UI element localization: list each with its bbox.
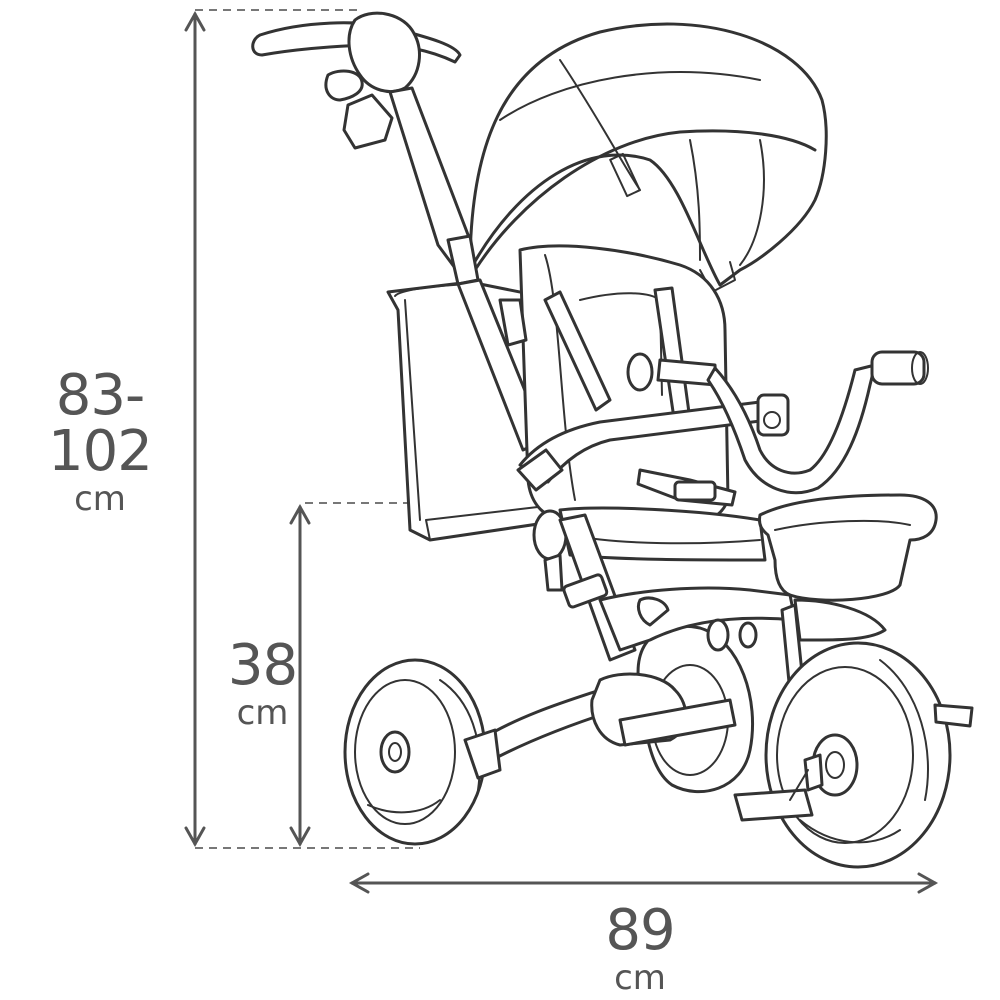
frame [478,513,797,762]
storage-bag [386,280,567,542]
pedals [733,703,974,822]
seat-height-label: 38 cm [215,633,310,733]
length-value: 89 [605,898,675,963]
dimension-guides [184,9,939,894]
push-handle [251,11,547,452]
rear-wheel-near [343,658,502,846]
total-height-value: 83-102 [48,363,153,484]
length-unit: cm [614,958,666,998]
length-label: 89 cm [570,898,710,998]
length-arrow [348,872,939,894]
total-height-unit: cm [74,479,126,519]
total-height-arrow [184,10,206,848]
front-wheel [764,641,952,869]
seat-height-unit: cm [236,693,289,733]
handlebar [626,350,929,495]
total-height-label: 83-102 cm [5,363,195,519]
canopy [468,22,828,293]
tricycle-illustration [251,11,974,869]
front-basket [758,493,938,602]
seat-height-value: 38 [227,633,298,698]
seat-height-arrow [289,503,311,848]
bumper-bar [516,393,790,492]
